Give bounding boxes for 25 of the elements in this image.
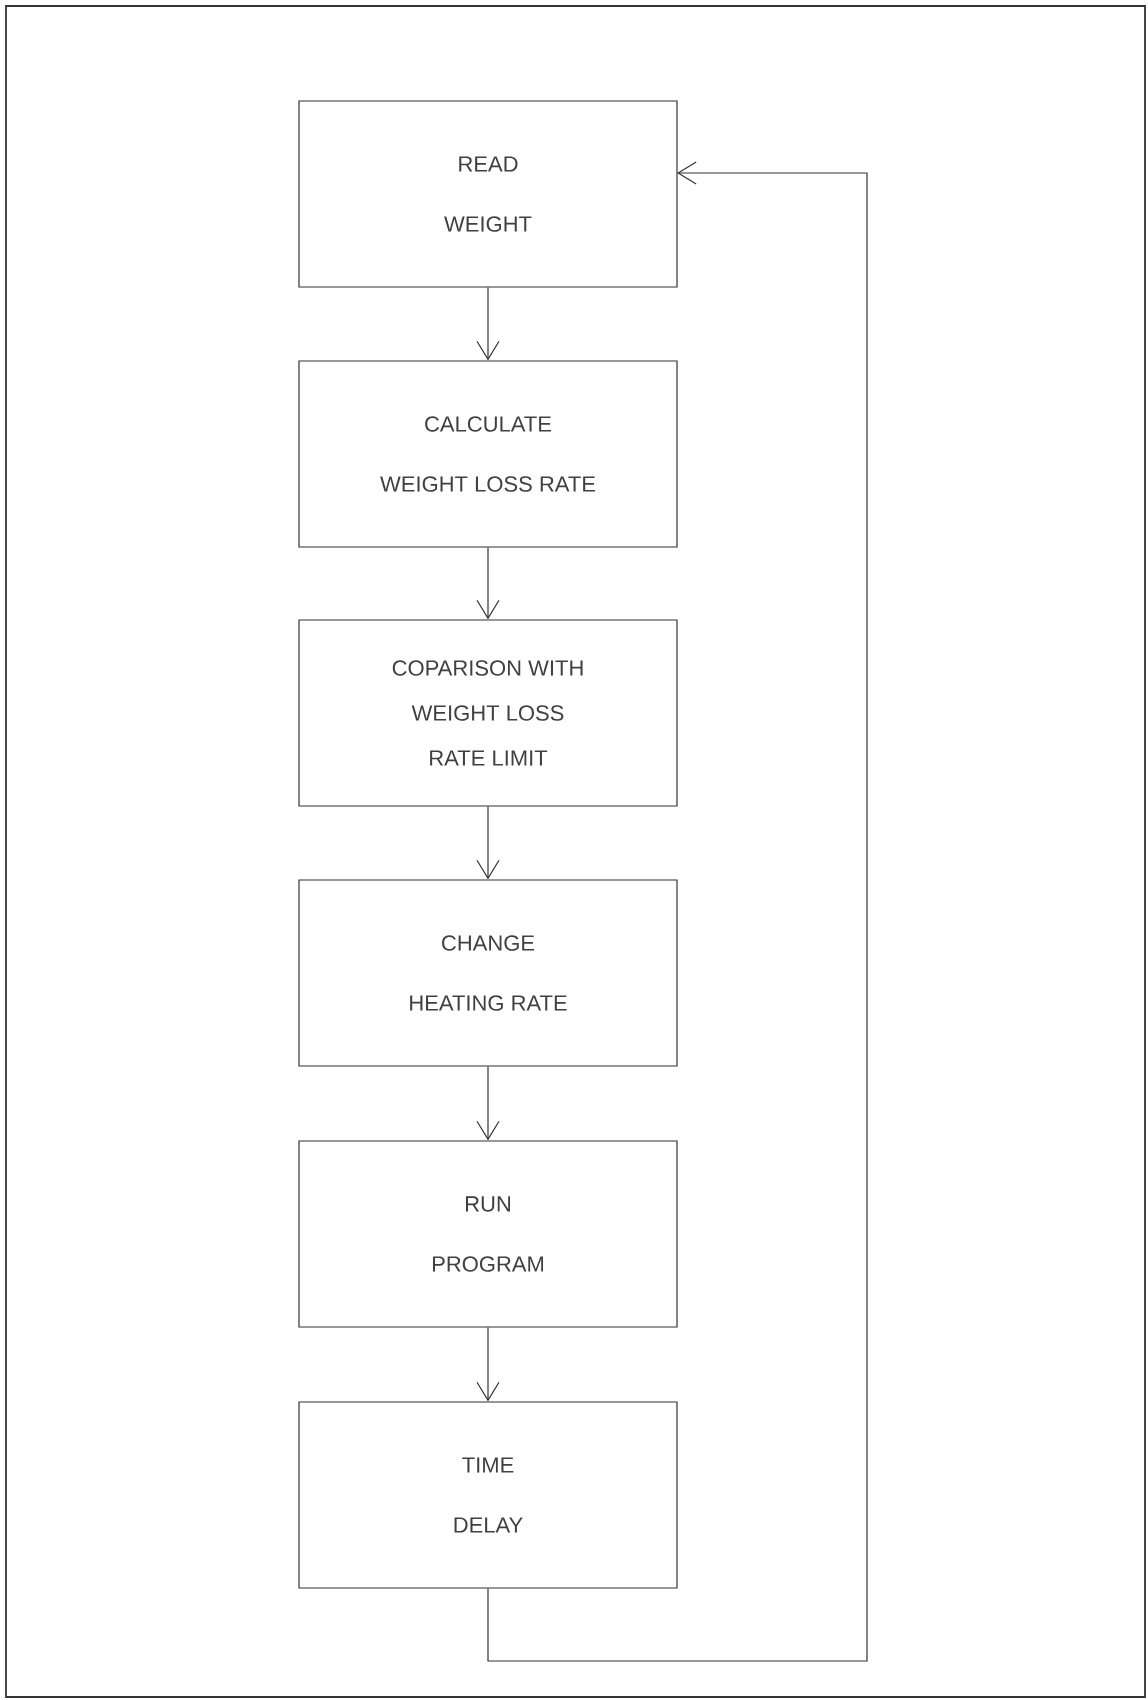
process-box xyxy=(298,619,678,807)
process-box xyxy=(298,879,678,1067)
arrow xyxy=(476,806,500,880)
arrow xyxy=(476,547,500,620)
process-box xyxy=(298,1140,678,1328)
process-box xyxy=(298,100,678,288)
box-text: DELAY xyxy=(454,1517,523,1533)
box-text: COPARISON WITH xyxy=(392,660,583,676)
arrow xyxy=(487,161,868,1662)
box-text: WEIGHT LOSS RATE xyxy=(380,476,596,492)
box-text: WEIGHT xyxy=(444,216,532,232)
box-text: TIME xyxy=(462,1457,514,1473)
box-text: PROGRAM xyxy=(433,1256,543,1272)
arrow xyxy=(476,1327,500,1402)
process-box xyxy=(298,1401,678,1589)
process-box xyxy=(298,360,678,548)
box-text: WEIGHT LOSS xyxy=(411,705,564,721)
arrow xyxy=(476,287,500,361)
box-text: HEATING RATE xyxy=(410,995,567,1011)
box-text: RATE LIMIT xyxy=(430,750,548,766)
box-text: READ xyxy=(459,156,518,172)
arrow xyxy=(476,1066,500,1141)
box-text: RUN xyxy=(466,1196,510,1212)
box-text: CHANGE xyxy=(442,935,535,951)
box-text: CALCULATE xyxy=(425,416,551,432)
